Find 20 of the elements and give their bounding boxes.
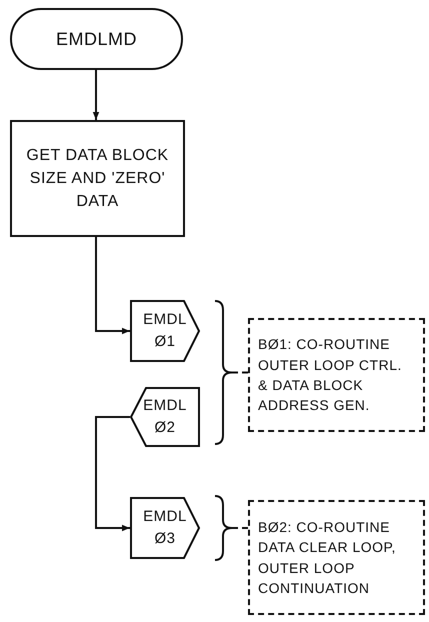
node-label: GET DATA BLOCK SIZE AND 'ZERO' DATA (25, 146, 170, 212)
node-label: EMDLMD (56, 28, 137, 51)
leader-line (232, 372, 248, 374)
bracket-mark (215, 300, 232, 445)
node-label: EMDL Ø1 (142, 310, 188, 352)
bracket-mark (215, 495, 232, 561)
arrow (95, 237, 130, 334)
arrow (95, 416, 130, 532)
connector-pentagon (130, 387, 200, 447)
node-label: BØ1: CO-ROUTINE OUTER LOOP CTRL. & DATA BLOCK ADDRESS GEN. (258, 335, 403, 416)
leader-line (232, 527, 248, 529)
annotation-box (248, 500, 425, 615)
node-label: EMDL Ø2 (142, 396, 188, 438)
connector-pentagon (130, 300, 200, 362)
process-box (10, 120, 185, 237)
connector-pentagon (130, 497, 200, 559)
annotation-box (248, 318, 425, 432)
node-label: EMDL Ø3 (142, 507, 188, 549)
node-label: BØ2: CO-ROUTINE DATA CLEAR LOOP, OUTER LOOP CONTINUATION (258, 518, 397, 598)
arrow (92, 70, 100, 120)
